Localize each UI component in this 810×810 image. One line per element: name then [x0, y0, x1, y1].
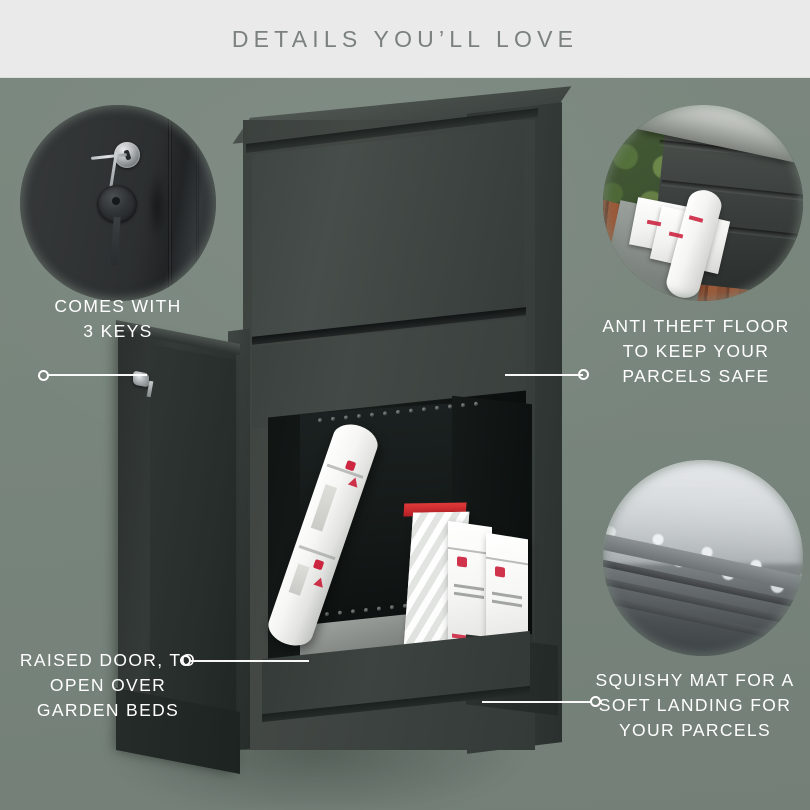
box-print-line [492, 599, 522, 608]
rivet [390, 605, 394, 610]
key-blade [110, 216, 121, 266]
rivet [331, 416, 335, 422]
key-bow-hole [112, 197, 120, 205]
box-print-line [454, 583, 484, 591]
leader-dot-squishy-mat [590, 696, 601, 707]
rivet [344, 415, 348, 420]
rivet [338, 610, 342, 615]
door-seam [168, 105, 172, 301]
leader-line-comes-with-3-keys [49, 374, 147, 376]
box-seam [486, 556, 528, 566]
callout-label-raised-door: RAISED DOOR, TO OPEN OVER GARDEN BEDS [19, 650, 197, 720]
rivet [448, 404, 452, 409]
door-seam [196, 105, 199, 301]
rivet [396, 409, 400, 415]
tube-band [298, 544, 336, 561]
postal-logo-mark [457, 556, 467, 568]
rivet [461, 402, 465, 408]
box-print-line [492, 591, 522, 600]
tube-label [288, 563, 310, 596]
postal-logo-mark [312, 558, 325, 571]
box-print-line [454, 591, 484, 599]
callout-label-comes-with-3-keys: COMES WITH 3 KEYS [54, 296, 182, 341]
leader-dot-raised-door [180, 655, 191, 666]
rivet [377, 606, 381, 611]
rivet [383, 411, 387, 416]
postal-logo-mark [495, 566, 505, 578]
inset-photo-anti-theft-floor [603, 105, 803, 301]
header-band: DETAILS YOU’LL LOVE [0, 0, 810, 78]
postal-triangle-mark [347, 475, 361, 488]
key-shadow [148, 171, 166, 241]
rivet [435, 405, 439, 411]
rivet [364, 607, 368, 613]
product-delivery-flap [252, 125, 524, 340]
rivet [370, 412, 374, 417]
leader-dot-comes-with-3-keys [38, 370, 49, 381]
leader-line-raised-door [191, 660, 309, 662]
inset-photo-lock-with-key [20, 105, 216, 301]
rivet [422, 407, 426, 412]
rivet [318, 417, 322, 423]
page-title: DETAILS YOU’LL LOVE [231, 26, 579, 52]
inset-photo-squishy-mat [603, 460, 803, 656]
leader-line-anti-theft-floor [505, 374, 583, 376]
leader-dot-anti-theft-floor [578, 369, 589, 380]
leader-line-squishy-mat [482, 701, 592, 703]
rivet [357, 413, 361, 419]
door-lock-cylinder [133, 370, 149, 388]
callout-label-anti-theft-floor: ANTI THEFT FLOOR TO KEEP YOUR PARCELS SA… [602, 316, 790, 386]
rivet [351, 609, 355, 614]
rivet [409, 408, 413, 413]
callout-label-squishy-mat: SQUISHY MAT FOR A SOFT LANDING FOR YOUR … [595, 670, 795, 740]
rivet [474, 401, 478, 407]
tube-label [310, 484, 338, 532]
rivet [325, 611, 329, 617]
postal-triangle-mark [313, 576, 326, 588]
